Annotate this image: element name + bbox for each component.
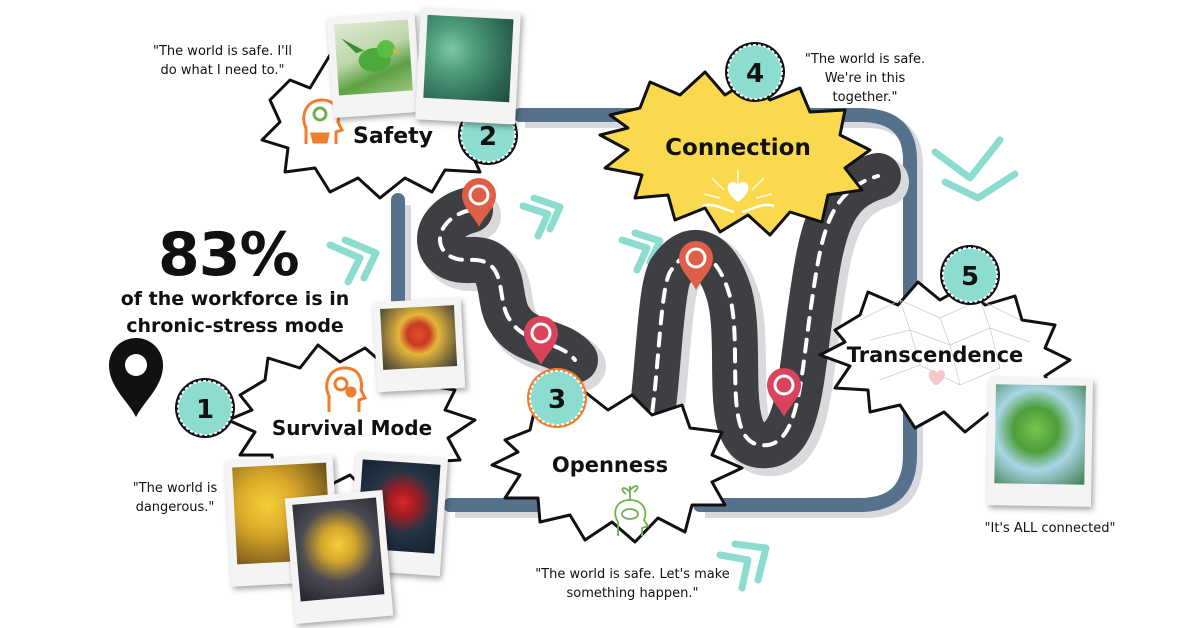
badge-5: 5 [940, 245, 1000, 305]
pin-marker [524, 316, 558, 365]
quote-line: "The world is safe. Let's make [535, 567, 730, 582]
parrot-illustration [341, 38, 401, 72]
chevron-decoration [326, 241, 364, 286]
stage-label: Transcendence [847, 343, 1024, 367]
quote-line: something happen." [566, 586, 699, 601]
chevron-decoration [519, 202, 552, 240]
quote-survival: "The world is dangerous." [120, 479, 230, 517]
quote-line: "It's ALL connected" [984, 521, 1116, 536]
badge-number: 2 [479, 122, 497, 152]
head-with-plant-icon [302, 98, 345, 144]
chevron-decoration [931, 136, 1004, 182]
stat-caption-line: of the workforce is in [120, 288, 350, 310]
stage-label: Survival Mode [272, 416, 432, 440]
stage-bubble-connection: Connection [598, 70, 872, 237]
quote-line: "The world is safe. [804, 52, 926, 67]
stat-caption-line: chronic-stress mode [126, 315, 344, 337]
red-bird-with-chicks-photo [372, 297, 466, 393]
green-parrot-photo [326, 12, 422, 118]
chevron-decoration [618, 236, 651, 274]
stat-caption: of the workforce is in chronic-stress mo… [105, 286, 365, 340]
stage-label: Safety [353, 124, 433, 149]
green-chicks-group-photo [415, 7, 521, 125]
badge-number: 4 [746, 59, 764, 89]
location-pin-icon [109, 338, 163, 417]
badge-1: 1 [175, 378, 235, 438]
pin-marker [767, 368, 801, 417]
stage-bubble-openness: Openness [490, 390, 744, 544]
head-with-sprout-icon [614, 485, 650, 536]
yellow-chick-dark-photo [284, 489, 394, 625]
head-with-gears-icon [325, 366, 368, 412]
badge-4: 4 [725, 42, 785, 102]
chevron-decoration [530, 194, 564, 233]
quote-line: "The world is safe. I'll [153, 44, 292, 59]
quote-safety: "The world is safe. I'll do what I need … [140, 42, 305, 80]
chevron-decoration [731, 540, 770, 584]
network-heart-icon [859, 299, 1031, 386]
quote-connection: "The world is safe. We're in this togeth… [800, 50, 930, 107]
badge-3: 3 [527, 368, 587, 428]
teal-chevrons [326, 136, 1019, 592]
chevron-decoration [631, 229, 664, 266]
chevron-decoration [341, 236, 380, 282]
stage-label: Openness [552, 453, 668, 477]
badge-number: 1 [196, 395, 214, 425]
quote-line: dangerous." [135, 500, 215, 515]
badge-number: 5 [961, 262, 979, 292]
stage-label: Connection [665, 135, 811, 161]
quote-line: "The world is [132, 481, 218, 496]
chevron-decoration [941, 170, 1019, 202]
quote-line: together." [832, 90, 898, 105]
chevron-decoration [716, 551, 752, 592]
badge-number: 3 [548, 385, 566, 415]
quote-transcendence: "It's ALL connected" [975, 519, 1125, 538]
quote-openness: "The world is safe. Let's make something… [515, 565, 750, 603]
pin-marker [462, 178, 496, 227]
heart-in-hands-icon [701, 170, 775, 214]
quote-line: do what I need to." [160, 63, 285, 78]
map-pins [462, 178, 801, 417]
stat-value: 83% [158, 220, 300, 290]
quote-line: We're in this [824, 71, 906, 86]
parrots-flying-forest-photo [986, 377, 1094, 507]
pin-marker [679, 241, 713, 290]
